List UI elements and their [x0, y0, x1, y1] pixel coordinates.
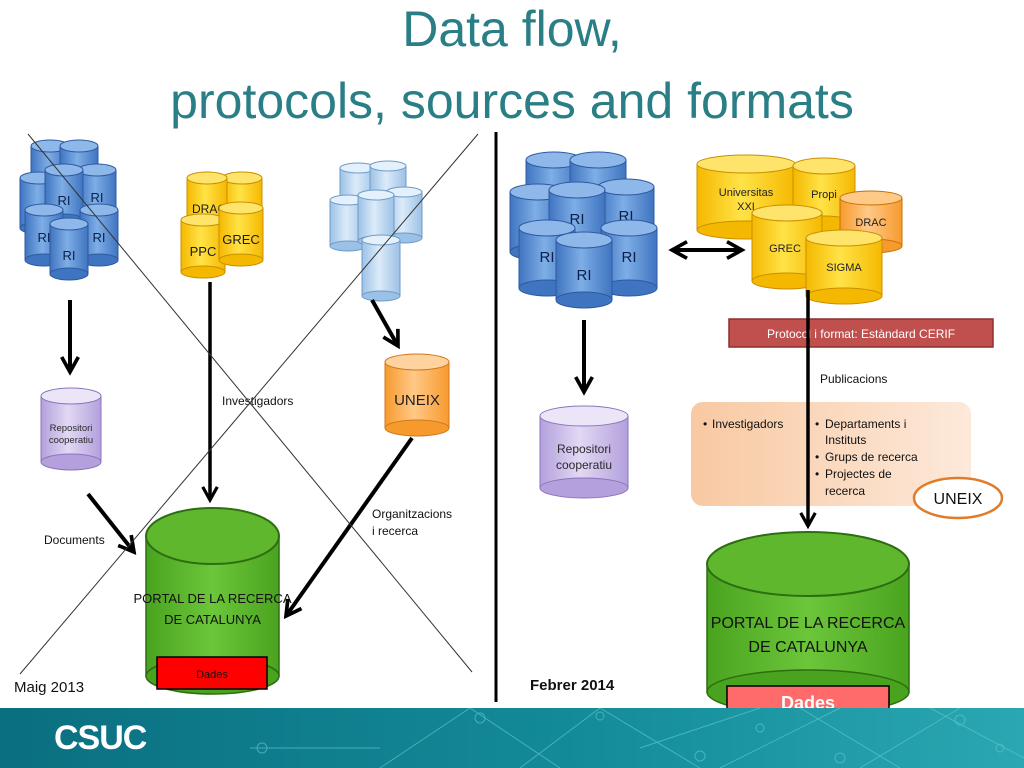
grec-label: GREC	[222, 232, 260, 247]
list-item: Investigadors	[712, 417, 783, 431]
ri-label: RI	[38, 230, 51, 245]
left-date-label: Maig 2013	[14, 679, 84, 696]
left-yellow-cluster: DRAC PPC GREC	[180, 171, 264, 279]
uneix-label: UNEIX	[394, 392, 440, 409]
ri-label: RI	[63, 248, 76, 263]
arrow-uneix-to-portal	[286, 436, 414, 616]
sigma-label: SIGMA	[826, 262, 862, 274]
ri-label: RI	[58, 193, 71, 208]
cylinder-icon	[361, 234, 401, 302]
list-item-cont: Instituts	[825, 433, 866, 447]
info-bullet: •	[815, 467, 819, 481]
footer-band	[0, 708, 1024, 768]
left-uneix-cylinder-icon: UNEIX	[384, 353, 450, 437]
uneix-label: UNEIX	[934, 491, 983, 508]
publicacions-label: Publicacions	[820, 372, 887, 386]
drac-label: DRAC	[855, 217, 886, 229]
propi-label: Propi	[811, 189, 837, 201]
list-item: Projectes de	[825, 467, 892, 481]
ri-label: RI	[93, 230, 106, 245]
portal-label-line1: PORTAL DE LA RECERCA	[134, 591, 292, 606]
ri-label: RI	[570, 211, 585, 228]
protocol-bar	[728, 318, 994, 348]
left-repositori-cylinder-icon: Repositori cooperatiu	[40, 387, 102, 471]
portal-label-line2: DE CATALUNYA	[748, 639, 867, 656]
info-panel	[691, 402, 971, 506]
grec-cylinder-icon: GREC	[218, 201, 264, 267]
organitzacions-label-line2: i recerca	[372, 524, 418, 538]
uneix-oval	[912, 476, 1004, 520]
portal-label-line1: PORTAL DE LA RECERCA	[711, 615, 906, 632]
drac-label: DRAC	[192, 202, 226, 216]
documents-label: Documents	[44, 533, 105, 547]
organitzacions-label-line1: Organitzacions	[372, 507, 452, 521]
right-source-cluster: Universitas XXI Propi DRAC GREC SIGMA	[696, 154, 903, 305]
protocol-label: Protocol i format: Estàndard CERIF	[767, 327, 955, 341]
ppc-cylinder-icon: PPC	[180, 213, 226, 279]
info-bullet: •	[815, 417, 819, 431]
cylinder-icon	[357, 189, 395, 247]
repositori-label-line2: cooperatiu	[556, 458, 612, 472]
arrow-lightblue-to-uneix	[370, 299, 398, 346]
ri-cylinder-icon: RI	[49, 217, 89, 281]
universitas-label-line2: XXI	[737, 201, 755, 213]
footer-pattern	[250, 708, 1024, 768]
investigadors-label: Investigadors	[222, 394, 293, 408]
right-repositori-cylinder-icon: Repositori cooperatiu	[539, 405, 629, 499]
ri-label: RI	[540, 249, 555, 266]
ri-label: RI	[577, 267, 592, 284]
ppc-label: PPC	[190, 244, 217, 259]
list-item: Grups de recerca	[825, 450, 918, 464]
info-bullet: •	[815, 450, 819, 464]
repositori-label-line1: Repositori	[50, 423, 93, 434]
list-item-cont: recerca	[825, 484, 865, 498]
left-dades-label: Dades	[196, 669, 228, 681]
right-date-label: Febrer 2014	[530, 677, 615, 694]
ri-cylinder-icon: RI	[555, 231, 613, 309]
left-ri-cluster: RI RI RI RI RI	[19, 139, 119, 281]
portal-label-line2: DE CATALUNYA	[164, 612, 261, 627]
slide-title-line2: protocols, sources and formats	[170, 73, 854, 129]
right-ri-cluster: RI RI RI RI RI	[509, 151, 658, 309]
sigma-cylinder-icon: SIGMA	[805, 229, 883, 305]
repositori-label-line2: cooperatiu	[49, 435, 93, 446]
csuc-logo: CSUC	[54, 719, 147, 757]
left-dades-box	[156, 656, 268, 690]
list-item: Departaments i	[825, 417, 906, 431]
arrow-documents	[86, 492, 134, 552]
crossout-line	[19, 133, 479, 675]
info-bullet: •	[703, 417, 707, 431]
slide-title-line1: Data flow,	[402, 1, 622, 57]
ri-label: RI	[91, 190, 104, 205]
left-lightblue-cluster	[329, 160, 423, 302]
ri-label: RI	[622, 249, 637, 266]
repositori-label-line1: Repositori	[557, 442, 611, 456]
universitas-label-line1: Universitas	[719, 187, 774, 199]
grec-label: GREC	[769, 243, 801, 255]
